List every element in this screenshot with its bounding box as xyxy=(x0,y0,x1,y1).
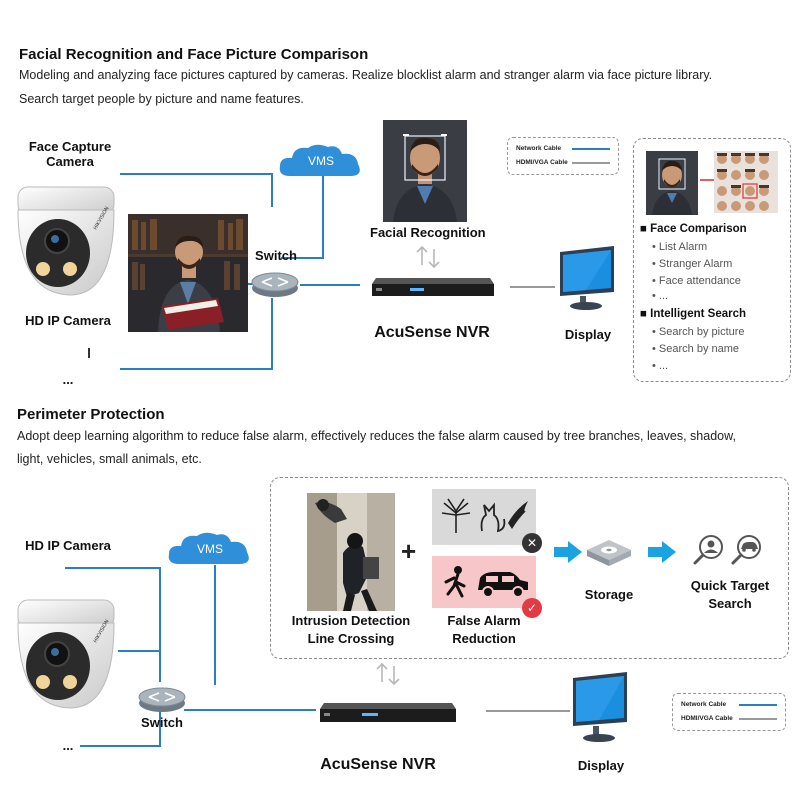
cable2-camera3-vertical xyxy=(159,708,161,746)
section2-desc-line2: light, vehicles, small animals, etc. xyxy=(17,452,202,466)
section2-title: Perimeter Protection xyxy=(17,406,165,423)
storage-label: Storage xyxy=(584,587,634,602)
cable2-camera1-vertical xyxy=(159,567,161,682)
vms-cloud-2: VMS xyxy=(165,530,255,568)
cable-vms-h xyxy=(281,257,324,259)
face-capture-camera-label: Face Capture Camera xyxy=(28,139,112,169)
facial-recognition-label: Facial Recognition xyxy=(370,225,486,240)
legend-network-cable: Network Cable xyxy=(516,145,562,152)
flow-arrow-icon-2 xyxy=(648,541,676,563)
feature-face-attendance: • Face attendance xyxy=(652,275,741,287)
cable-camera3-vertical xyxy=(271,298,273,368)
hd-ip-camera-label: HD IP Camera xyxy=(25,313,111,328)
storage-icon xyxy=(583,532,635,572)
flow-arrow-icon xyxy=(554,541,582,563)
display-label: Display xyxy=(564,327,612,342)
vms-label-2: VMS xyxy=(196,542,223,556)
nvr-label-2: AcuSense NVR xyxy=(320,756,436,773)
face-library-grid xyxy=(714,151,778,213)
cable-camera1-top xyxy=(120,173,272,175)
acusense-nvr-device-icon xyxy=(370,276,496,300)
cable2-camera2 xyxy=(118,650,160,652)
legend2-hdmi-line xyxy=(739,718,777,720)
face-features-panel: ■ Face Comparison • List Alarm • Strange… xyxy=(633,138,791,382)
feature-more-1: • ... xyxy=(652,290,669,302)
cable-legend: Network Cable HDMI/VGA Cable xyxy=(507,137,619,175)
cable-camera3-bottom xyxy=(120,368,273,370)
legend2-network-line xyxy=(739,704,777,706)
filtered-objects-panel: ✕ xyxy=(432,489,542,553)
quick-search-icons xyxy=(693,533,769,567)
bidirectional-arrow-icon xyxy=(413,245,443,269)
vms-cloud: VMS xyxy=(276,142,366,180)
cable2-camera1-top xyxy=(65,567,160,569)
feature-search-by-name: • Search by name xyxy=(652,343,740,355)
section2-desc-line1: Adopt deep learning algorithm to reduce … xyxy=(17,429,736,443)
nvr-label: AcuSense NVR xyxy=(374,324,490,341)
bidirectional-arrow-icon-2 xyxy=(373,662,403,686)
false-alarm-reduction-label: False Alarm Reduction xyxy=(447,613,521,646)
cable-vms-switch xyxy=(322,175,324,257)
cable-switch-nvr xyxy=(300,284,360,286)
more-cameras-ellipsis-2: ... xyxy=(62,738,74,753)
quick-target-search-label: Quick Target Search xyxy=(690,578,770,611)
display-monitor-icon xyxy=(556,246,618,314)
vms-label: VMS xyxy=(307,154,334,168)
feature-stranger-alarm: • Stranger Alarm xyxy=(652,258,733,270)
cable-camera1-vertical xyxy=(271,173,273,207)
cable-legend-2: Network Cable HDMI/VGA Cable xyxy=(672,693,786,731)
switch-label-2: Switch xyxy=(141,715,183,730)
section1-desc-line2: Search target people by picture and name… xyxy=(19,92,304,106)
facial-recognition-image xyxy=(383,120,467,222)
section1-desc-line1: Modeling and analyzing face pictures cap… xyxy=(19,68,713,82)
tick-mark xyxy=(88,348,90,358)
alarm-objects-panel: ✓ xyxy=(432,556,542,618)
feature-more-2: • ... xyxy=(652,360,669,372)
network-switch-icon-2 xyxy=(137,683,187,713)
legend-hdmi-line xyxy=(572,162,610,164)
feature-list-alarm: • List Alarm xyxy=(652,241,708,253)
perimeter-process-panel xyxy=(270,477,789,659)
display-label-2: Display xyxy=(577,758,625,773)
comparison-connector xyxy=(700,179,716,181)
legend2-network-cable: Network Cable xyxy=(681,701,727,708)
legend2-hdmi-cable: HDMI/VGA Cable xyxy=(681,715,733,722)
feature-search-by-picture: • Search by picture xyxy=(652,326,745,338)
accept-check-icon: ✓ xyxy=(522,598,542,618)
acusense-nvr-device-icon-2 xyxy=(318,701,458,727)
cable2-vms-switch xyxy=(214,565,216,685)
dome-camera-icon: HIKVISION xyxy=(10,185,120,300)
captured-person-photo xyxy=(128,214,248,332)
legend-hdmi-cable: HDMI/VGA Cable xyxy=(516,159,568,166)
plus-sign: + xyxy=(401,536,417,566)
hdmi-nvr-display xyxy=(510,286,555,288)
switch-label: Switch xyxy=(255,248,297,263)
intrusion-detection-label: Intrusion Detection Line Crossing xyxy=(291,613,411,646)
dome-camera-icon-2: HIKVISION xyxy=(10,598,120,713)
hd-ip-camera-label-2: HD IP Camera xyxy=(25,538,111,553)
section1-title: Facial Recognition and Face Picture Comp… xyxy=(19,46,369,63)
more-cameras-ellipsis: ... xyxy=(62,372,74,387)
display-monitor-icon-2 xyxy=(569,672,631,746)
intrusion-photo xyxy=(307,493,395,611)
hdmi2-nvr-display xyxy=(486,710,570,712)
reject-x-icon: ✕ xyxy=(522,533,542,553)
legend-network-line xyxy=(572,148,610,150)
comparison-face-image xyxy=(646,151,698,215)
cable2-switch-nvr xyxy=(184,709,316,711)
feature-group-intelligent-search: ■ Intelligent Search xyxy=(640,308,747,320)
feature-group-face-comparison: ■ Face Comparison xyxy=(640,223,747,235)
network-switch-icon xyxy=(250,268,300,298)
cable2-camera3-bottom xyxy=(80,745,161,747)
